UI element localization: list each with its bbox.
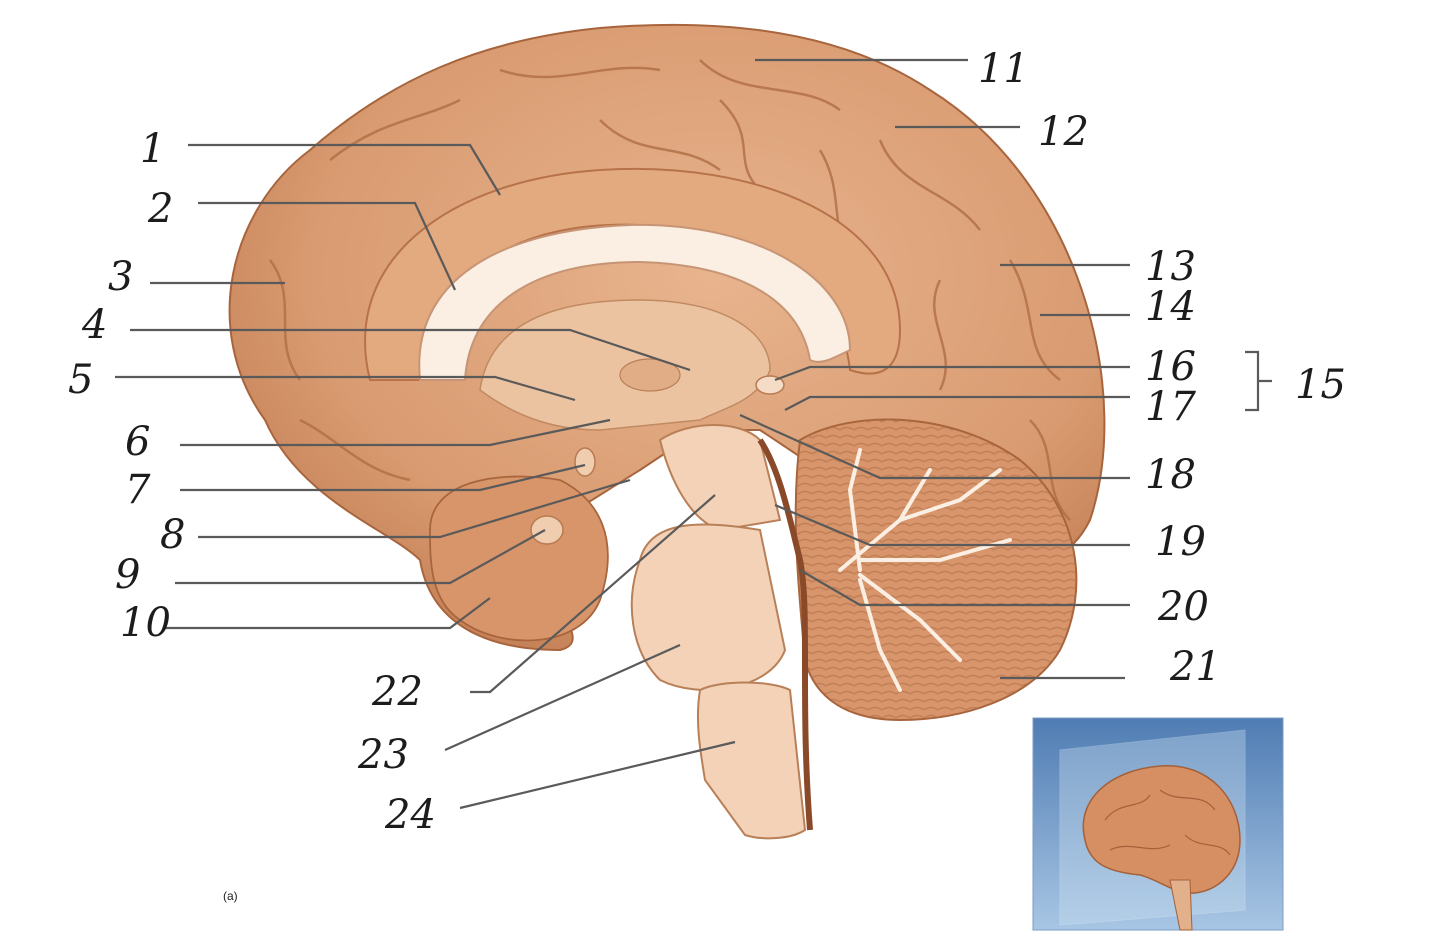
pituitary-gland — [530, 515, 564, 545]
label-24: 24 — [384, 792, 436, 838]
orientation-inset — [1032, 717, 1284, 931]
leader-18 — [739, 413, 1130, 480]
leader-7 — [180, 463, 586, 492]
label-12: 12 — [1038, 109, 1089, 155]
label-16: 16 — [1145, 344, 1196, 390]
label-6: 6 — [125, 419, 150, 465]
label-1: 1 — [140, 126, 165, 172]
leader-6 — [180, 418, 611, 447]
leader-23 — [444, 643, 681, 752]
label-19: 19 — [1155, 519, 1206, 565]
leader-8 — [198, 478, 631, 539]
label-9: 9 — [115, 552, 140, 598]
arbor-vitae — [838, 448, 1012, 692]
fourth-ventricle — [757, 438, 813, 831]
temporal-lobe — [429, 475, 609, 642]
label-2: 2 — [147, 186, 173, 232]
inset-brainstem — [1169, 879, 1193, 931]
inset-brain — [1082, 765, 1241, 894]
label-8: 8 — [160, 512, 185, 558]
leader-10 — [165, 597, 491, 630]
pons — [630, 523, 787, 691]
cingulate-gyrus — [364, 168, 902, 381]
leader-24 — [459, 740, 736, 810]
leader-16 — [774, 365, 1130, 382]
leader-20 — [799, 569, 1130, 607]
leader-1 — [188, 143, 501, 196]
label-22: 22 — [371, 669, 423, 715]
label-20: 20 — [1157, 584, 1209, 630]
brainstem — [630, 424, 813, 840]
medulla-oblongata — [696, 681, 807, 840]
leader-lines — [115, 58, 1272, 810]
label-5: 5 — [68, 357, 93, 403]
inset-gyri — [1104, 789, 1231, 856]
leader-2 — [198, 201, 456, 291]
interthalamic-adhesion — [619, 358, 681, 392]
label-11: 11 — [978, 46, 1029, 92]
corpus-callosum — [418, 223, 852, 381]
label-23: 23 — [357, 732, 409, 778]
optic-chiasma — [574, 447, 596, 477]
label-3: 3 — [108, 254, 133, 300]
label-4: 4 — [81, 302, 107, 348]
label-14: 14 — [1145, 284, 1196, 330]
midbrain — [658, 424, 782, 532]
bracket-15 — [1245, 350, 1272, 412]
pineal-body — [755, 375, 785, 395]
cerebellar-folia — [795, 419, 1077, 720]
label-17: 17 — [1145, 384, 1196, 430]
label-15: 15 — [1295, 362, 1346, 408]
label-21: 21 — [1169, 644, 1221, 690]
label-18: 18 — [1145, 452, 1196, 498]
label-7: 7 — [125, 467, 151, 513]
leader-19 — [774, 503, 1130, 547]
label-13: 13 — [1145, 244, 1196, 290]
leader-9 — [175, 529, 546, 585]
leader-5 — [115, 375, 576, 402]
leader-17 — [784, 395, 1130, 411]
leader-4 — [130, 328, 691, 372]
number-labels: 1 2 3 4 5 6 7 8 9 10 11 12 13 14 15 16 1… — [68, 46, 1346, 838]
leader-22 — [470, 494, 716, 694]
panel-label: (a) — [223, 889, 238, 903]
label-10: 10 — [120, 600, 171, 646]
